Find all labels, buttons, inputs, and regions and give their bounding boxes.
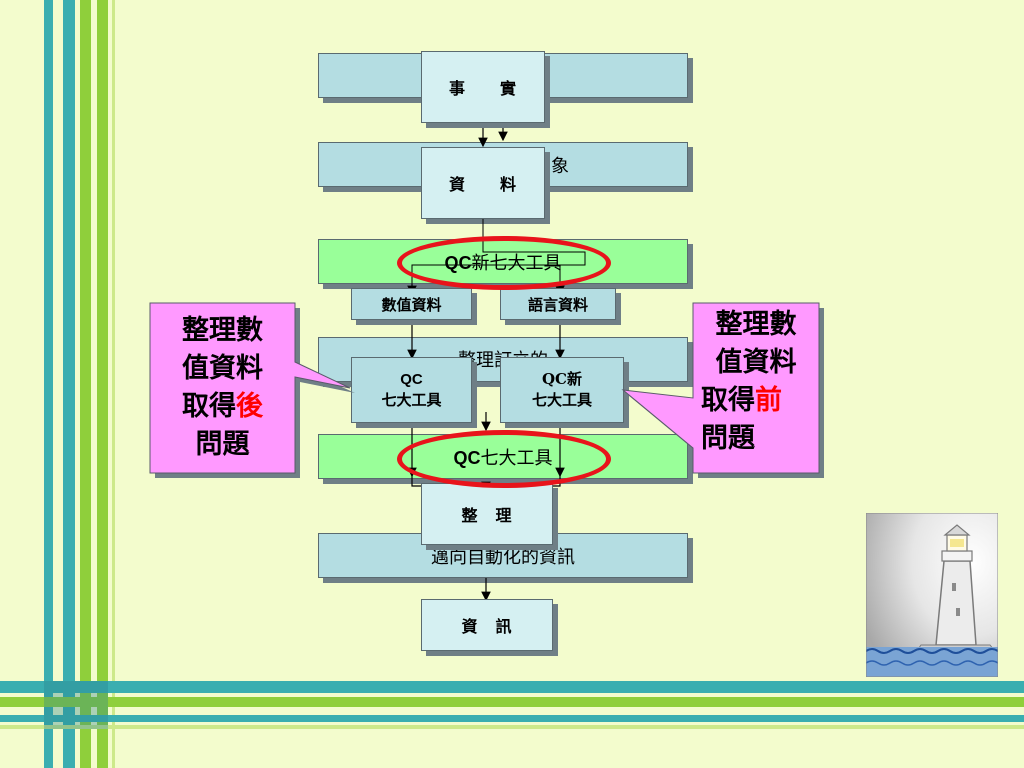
- bottom-stripe-thin: [0, 725, 1024, 729]
- lighthouse-image: [866, 513, 998, 677]
- bottom-stripe-green-1: [0, 697, 1024, 707]
- left-callout-line3: 取得後: [150, 388, 295, 426]
- bottom-stripe-teal-1: [0, 681, 1024, 693]
- organize-box: 整 理: [421, 483, 553, 545]
- language-data-label: 語言資料: [527, 295, 588, 314]
- left-callout-line3-prefix: 取得: [182, 391, 236, 422]
- fact-box: 事 實: [421, 51, 545, 123]
- back-box-2-text: 象: [551, 155, 569, 177]
- qc-right-line1: QC新: [541, 370, 582, 388]
- back-box-bottom-text: 邁向自動化的資訊: [431, 546, 575, 568]
- right-callout-line3-prefix: 取得: [701, 385, 755, 416]
- right-callout-line2: 值資料: [715, 347, 797, 378]
- left-stripe-green-2: [97, 0, 108, 768]
- qc-left-line1: QC: [400, 371, 423, 388]
- left-stripe-teal-1: [44, 0, 53, 768]
- data-box: 資 料: [421, 147, 545, 219]
- right-callout-line3-red: 前: [755, 385, 782, 416]
- qc-new-seven-tools-box: QC新 七大工具: [500, 357, 624, 423]
- info-label: 資 訊: [461, 617, 513, 636]
- left-stripe-teal-2: [63, 0, 75, 768]
- left-callout-line1: 整理數: [182, 315, 263, 346]
- highlight-ellipse-old-tools: [397, 430, 611, 488]
- qc-seven-tools-box: QC 七大工具: [351, 357, 472, 423]
- highlight-ellipse-new-tools: [397, 236, 611, 290]
- stripe-crossing: [44, 681, 108, 729]
- left-stripe-thin: [112, 0, 115, 768]
- right-callout-text: 整理數 值資料 取得前 問題: [693, 306, 819, 458]
- left-callout-line3-red: 後: [236, 391, 263, 422]
- right-callout-line4: 問題: [701, 423, 755, 454]
- right-callout-line1: 整理數: [715, 309, 797, 340]
- qc-left-line2: 七大工具: [381, 391, 442, 409]
- left-stripe-green-1: [80, 0, 91, 768]
- language-data-box: 語言資料: [500, 288, 616, 320]
- left-callout-line4: 問題: [195, 429, 250, 460]
- bottom-stripe-teal-2: [0, 715, 1024, 722]
- left-callout-text: 整理數 值資料 取得後 問題: [150, 312, 295, 464]
- right-callout-line3: 取得前: [693, 382, 819, 420]
- left-callout-line2: 值資料: [182, 353, 263, 384]
- fact-label: 事 實: [448, 79, 517, 98]
- numeric-data-box: 數值資料: [351, 288, 472, 320]
- organize-label: 整 理: [461, 506, 513, 525]
- info-box: 資 訊: [421, 599, 553, 651]
- numeric-data-label: 數值資料: [381, 295, 442, 314]
- qc-right-line2: 七大工具: [531, 391, 592, 409]
- data-label: 資 料: [448, 175, 517, 194]
